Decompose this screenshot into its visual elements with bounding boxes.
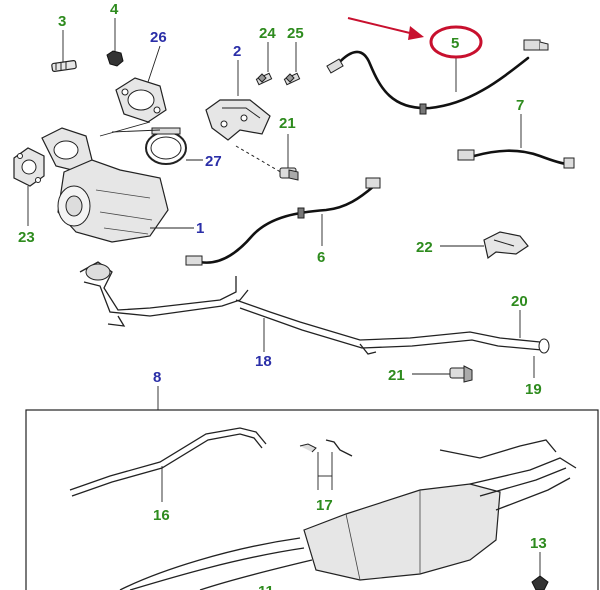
callout-27: 27 [205, 153, 222, 170]
sensor-part-6[interactable] [185, 177, 381, 266]
catalytic-converter-part-1[interactable] [41, 127, 194, 243]
callout-6: 6 [317, 249, 325, 266]
callout-5: 5 [451, 35, 459, 52]
sensor-part-7[interactable] [457, 114, 575, 169]
bolt-part-21-upper[interactable] [235, 134, 299, 181]
bolt-part-21-lower[interactable] [412, 365, 473, 383]
bolt-part-24[interactable] [255, 42, 273, 86]
callout-11: 11 [258, 583, 274, 590]
exhaust-system-part-8[interactable] [25, 386, 599, 590]
callout-2: 2 [233, 43, 241, 60]
bolt-part-25[interactable] [283, 42, 301, 86]
clips-part-17[interactable] [299, 439, 353, 490]
heat-shield-part-16[interactable] [69, 427, 267, 502]
clip-part-22[interactable] [440, 231, 529, 260]
callout-22: 22 [416, 239, 433, 256]
highlight-marker [347, 17, 483, 59]
callout-21-lower: 21 [388, 367, 405, 384]
callout-20: 20 [511, 293, 528, 310]
callout-8: 8 [153, 369, 161, 386]
callout-13: 13 [530, 535, 547, 552]
callout-19: 19 [525, 381, 542, 398]
pipe-end-part-19[interactable] [533, 338, 550, 378]
callout-17: 17 [316, 497, 333, 514]
stud-part-3[interactable] [51, 30, 77, 72]
clamp-part-27[interactable] [145, 127, 203, 165]
nut-part-4[interactable] [106, 18, 124, 67]
pipe-assembly-part-18[interactable] [79, 261, 543, 355]
callout-3: 3 [58, 13, 66, 30]
bracket-part-2[interactable] [205, 60, 271, 141]
flange-part-26[interactable] [115, 45, 167, 123]
gasket-part-23[interactable] [13, 147, 45, 226]
muffler-assembly [119, 439, 577, 590]
hanger-part-13[interactable] [531, 552, 549, 590]
callout-1: 1 [196, 220, 204, 237]
callout-21-upper: 21 [279, 115, 296, 132]
callout-18: 18 [255, 353, 272, 370]
callout-23: 23 [18, 229, 35, 246]
callout-25: 25 [287, 25, 304, 42]
oxygen-sensor-part-5[interactable] [326, 39, 549, 115]
callout-24: 24 [259, 25, 276, 42]
callout-7: 7 [516, 97, 524, 114]
callout-4: 4 [110, 1, 119, 18]
callout-16: 16 [153, 507, 170, 524]
callout-26: 26 [150, 29, 167, 46]
